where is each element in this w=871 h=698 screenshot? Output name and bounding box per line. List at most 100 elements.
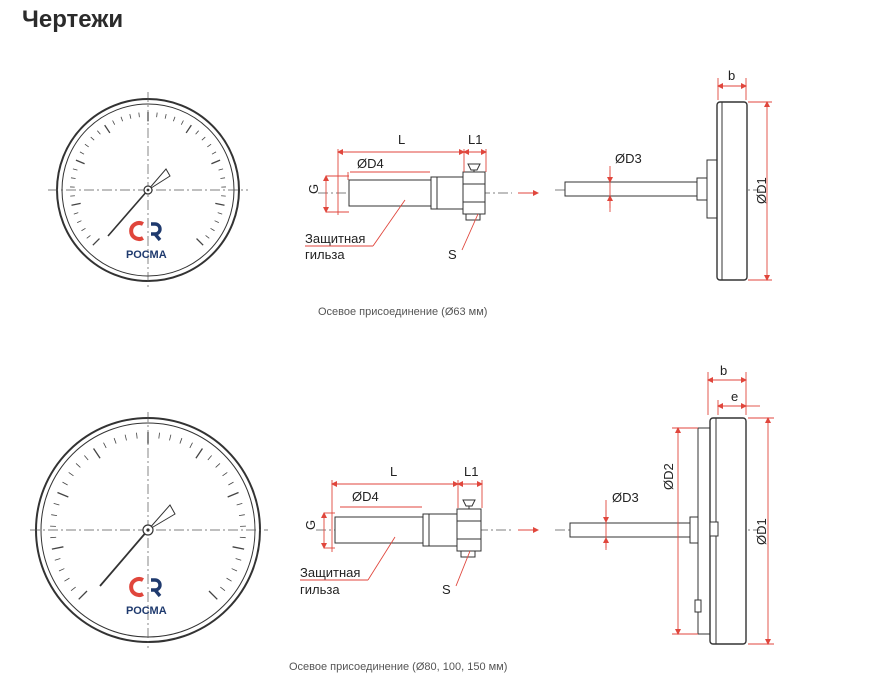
dim-label-D2-2: ØD2 xyxy=(661,463,676,490)
dial-tick xyxy=(207,455,212,461)
dim-label-L1-1: L1 xyxy=(468,132,482,147)
dial-tick xyxy=(84,455,89,461)
drawing-1: РОСМА xyxy=(48,68,772,318)
dial-tick xyxy=(179,437,183,444)
dial-tick xyxy=(75,159,85,165)
dial-tick xyxy=(201,136,206,141)
dial-tick xyxy=(218,168,224,171)
dial-tick xyxy=(70,586,76,591)
dial-tick xyxy=(164,114,167,119)
dial-tick xyxy=(214,220,220,224)
dial-tick xyxy=(70,177,76,179)
dial-tick xyxy=(124,434,127,441)
dial-tick xyxy=(238,514,245,516)
dial-tick xyxy=(217,212,223,215)
dial-tick xyxy=(158,432,160,439)
dial-tick xyxy=(189,442,193,449)
rosma-logo-2: РОСМА xyxy=(126,577,167,617)
dim-label-G-2: G xyxy=(303,520,318,530)
dial-tick xyxy=(211,151,217,155)
dial-ticks-2 xyxy=(50,432,246,600)
dial-tick xyxy=(75,463,81,468)
dial-tick xyxy=(185,124,192,134)
dial-tick xyxy=(220,586,226,591)
sleeve-label-line2-1: гильза xyxy=(305,247,345,262)
gauge-front-view-2: РОСМА xyxy=(30,412,268,648)
dial-tick xyxy=(120,116,123,122)
dial-tick xyxy=(236,503,243,506)
dial-tick xyxy=(208,590,218,600)
dim-label-b-2: b xyxy=(720,363,727,378)
dial-tick xyxy=(231,568,238,572)
dial-tick xyxy=(86,235,91,239)
dial-tick xyxy=(113,437,117,444)
dial-tick xyxy=(81,227,86,232)
logo-text-2: РОСМА xyxy=(126,605,167,617)
dial-tick xyxy=(57,491,69,498)
dial-tick xyxy=(54,558,61,561)
caption-1: Осевое присоединение (Ø63 мм) xyxy=(318,306,487,318)
pointer-2 xyxy=(99,504,176,587)
dial-tick xyxy=(78,590,88,600)
sleeve-label-line1-1: Защитная xyxy=(305,231,365,246)
gauge-front-view-1: РОСМА xyxy=(48,92,248,288)
dial-tick xyxy=(195,448,203,459)
dial-tick xyxy=(138,112,140,118)
dial-tick xyxy=(156,112,158,118)
dial-tick xyxy=(211,159,221,165)
dim-label-D4-1: ØD4 xyxy=(357,156,384,171)
dial-ticks-1 xyxy=(70,112,226,246)
dim-label-L-1: L xyxy=(398,132,405,147)
drawing-2: РОСМА L L xyxy=(30,363,774,673)
dial-tick xyxy=(112,120,116,125)
gauge-side-view-2: ØD3 b e ØD2 ØD1 xyxy=(555,363,774,645)
sleeve-label-line2-2: гильза xyxy=(300,582,340,597)
dim-label-D3-2: ØD3 xyxy=(612,490,639,505)
dial-tick xyxy=(195,130,199,135)
caption-2: Осевое присоединение (Ø80, 100, 150 мм) xyxy=(289,661,507,673)
dial-tick xyxy=(90,136,95,141)
dim-label-L-2: L xyxy=(390,464,397,479)
sleeve-side-view-1: L L1 ØD4 G Защитная гильза S xyxy=(305,132,539,262)
dim-label-G-1: G xyxy=(306,184,321,194)
dial-tick xyxy=(205,235,210,239)
dial-tick xyxy=(51,546,64,550)
dial-tick xyxy=(235,558,242,561)
dial-tick xyxy=(64,577,70,582)
dial-tick xyxy=(84,143,89,148)
dial-tick xyxy=(62,481,68,486)
dial-tick xyxy=(71,202,81,206)
pointer-1 xyxy=(107,168,171,237)
dial-tick xyxy=(215,463,221,468)
dim-label-S-2: S xyxy=(442,582,451,597)
dial-tick xyxy=(68,472,74,477)
dial-tick xyxy=(76,220,82,224)
dial-tick xyxy=(169,434,172,441)
dim-label-D1-1: ØD1 xyxy=(754,177,769,204)
dial-tick xyxy=(72,168,78,171)
sleeve-side-view-2: L L1 ØD4 G Защитная гильза S xyxy=(300,464,539,597)
dim-label-D4-2: ØD4 xyxy=(352,489,379,504)
page-title: Чертежи xyxy=(22,6,124,33)
dial-tick xyxy=(92,238,100,246)
dim-label-S-1: S xyxy=(448,247,457,262)
dim-label-D1-2: ØD1 xyxy=(754,518,769,545)
dim-label-e-2: e xyxy=(731,389,738,404)
logo-text-1: РОСМА xyxy=(126,249,167,261)
dial-tick xyxy=(228,481,234,486)
dim-label-L1-2: L1 xyxy=(464,464,478,479)
dial-tick xyxy=(79,151,85,155)
rosma-logo-1: РОСМА xyxy=(126,221,167,261)
dial-tick xyxy=(129,114,132,119)
dial-tick xyxy=(58,568,65,572)
dial-tick xyxy=(51,514,58,516)
dial-tick xyxy=(227,491,239,498)
dial-tick xyxy=(93,448,101,459)
dial-tick xyxy=(232,546,245,550)
dial-tick xyxy=(97,130,101,135)
dial-tick xyxy=(222,472,228,477)
dial-tick xyxy=(104,124,111,134)
dial-tick xyxy=(136,432,138,439)
dial-tick xyxy=(207,143,212,148)
